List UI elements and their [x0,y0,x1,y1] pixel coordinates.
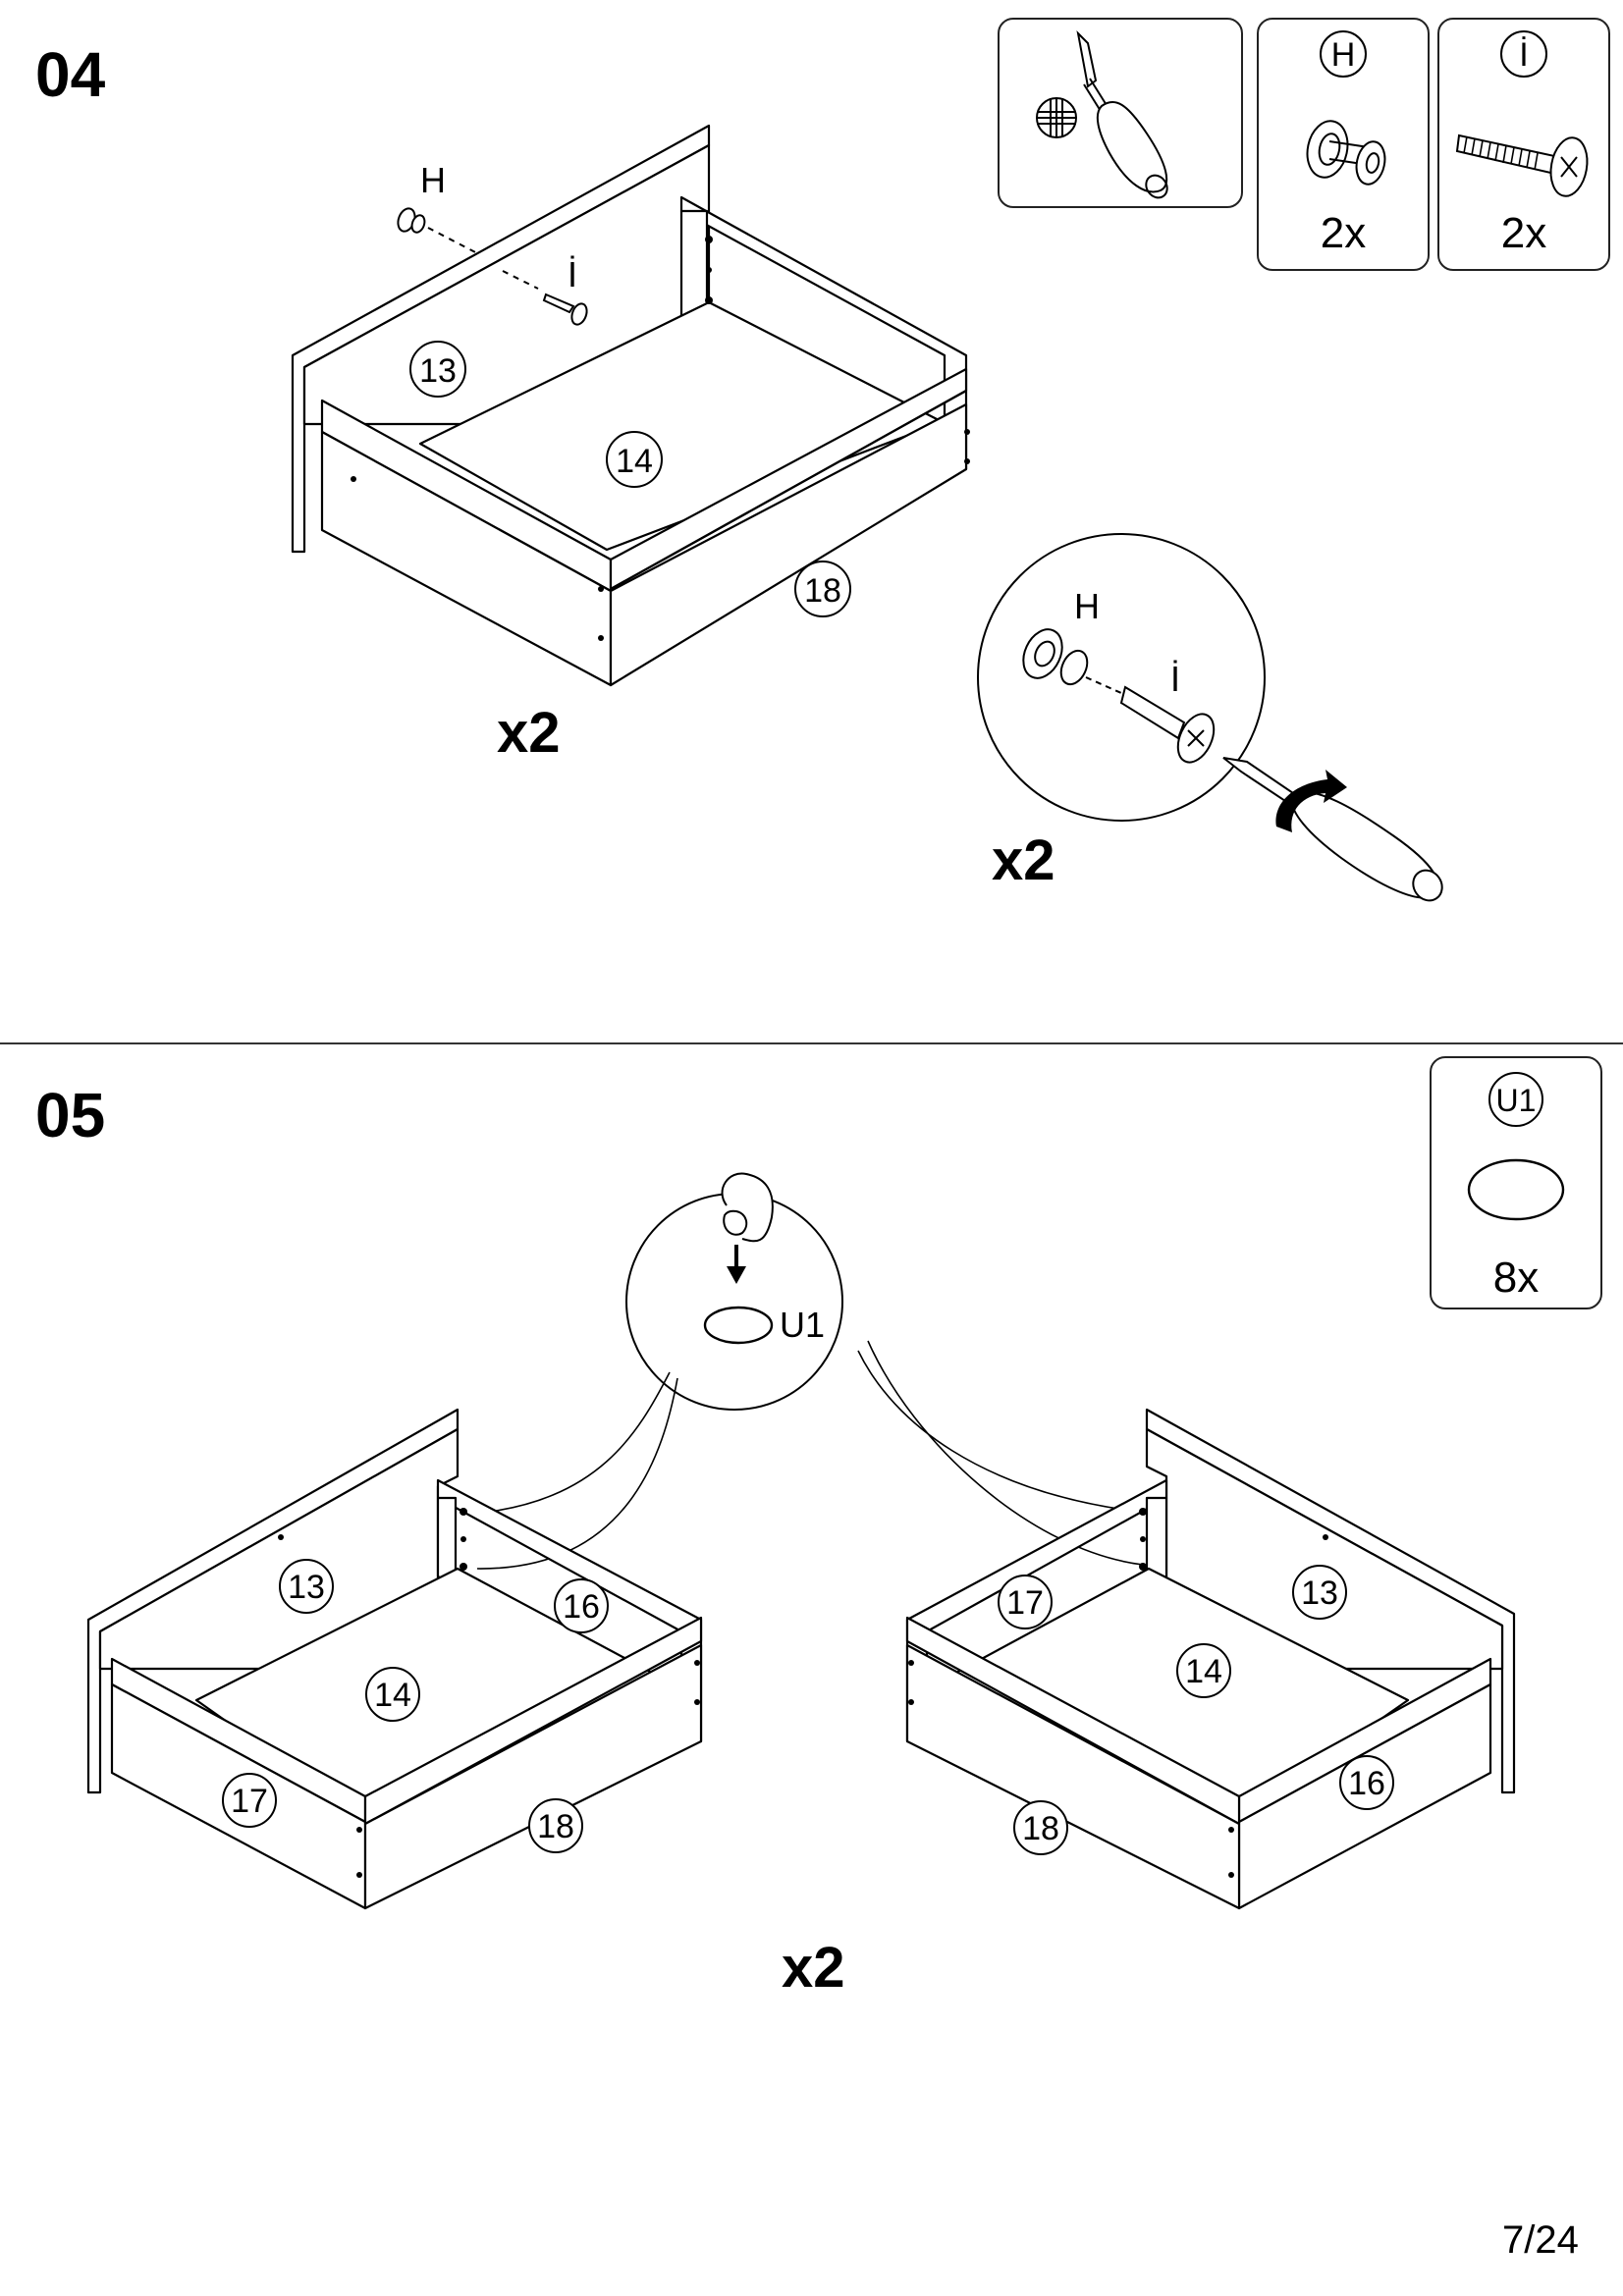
left-part-14-callout: 14 [374,1677,411,1714]
step-number-05: 05 [35,1080,106,1150]
part-13-callout: 13 [419,352,457,390]
detail-label-h: H [1074,586,1100,626]
detail-label-i: İ [1170,659,1180,699]
page-number: 7/24 [1502,2218,1579,2262]
felt-pad-icon: U1 [1467,1072,1565,1221]
hardware-qty-h: 2x [1320,209,1367,257]
hardware-label-h: H [1331,36,1356,74]
hardware-qty-i: 2x [1500,209,1547,257]
right-part-18-callout: 18 [1022,1810,1059,1847]
hardware-label-i: İ [1519,36,1528,74]
detail-label-u1: U1 [780,1305,825,1345]
left-part-13-callout: 13 [288,1569,325,1606]
section-divider [0,1042,1623,1044]
left-part-17-callout: 17 [231,1783,268,1820]
right-part-14-callout: 14 [1185,1653,1222,1690]
label-h-main: H [420,160,446,200]
knob-icon: H [1306,30,1386,186]
step-04-drawer-illustration: H İ 13 14 18 H İ [291,124,1443,902]
screwdriver-icon [1036,30,1168,199]
label-i-main: İ [568,254,577,294]
hardware-label-u1: U1 [1496,1083,1537,1118]
part-18-callout: 18 [804,572,841,610]
step-05-multiplier: x2 [782,1936,845,2000]
right-part-13-callout: 13 [1301,1575,1338,1612]
hardware-qty-u1: 8x [1492,1254,1540,1302]
hardware-box-h: H 2x [1257,18,1430,271]
tool-box-screwdriver [998,18,1243,208]
part-14-callout: 14 [616,443,653,480]
right-part-17-callout: 17 [1006,1584,1044,1622]
left-part-18-callout: 18 [537,1808,574,1845]
step-04-detail-multiplier: x2 [992,828,1055,892]
hardware-box-u1: U1 8x [1430,1056,1602,1309]
left-part-16-callout: 16 [563,1588,600,1626]
step-04-multiplier: x2 [497,701,561,765]
hardware-box-i: İ 2x [1437,18,1610,271]
step-number-04: 04 [35,39,106,110]
right-part-16-callout: 16 [1348,1765,1385,1802]
bolt-icon: İ [1455,30,1589,197]
